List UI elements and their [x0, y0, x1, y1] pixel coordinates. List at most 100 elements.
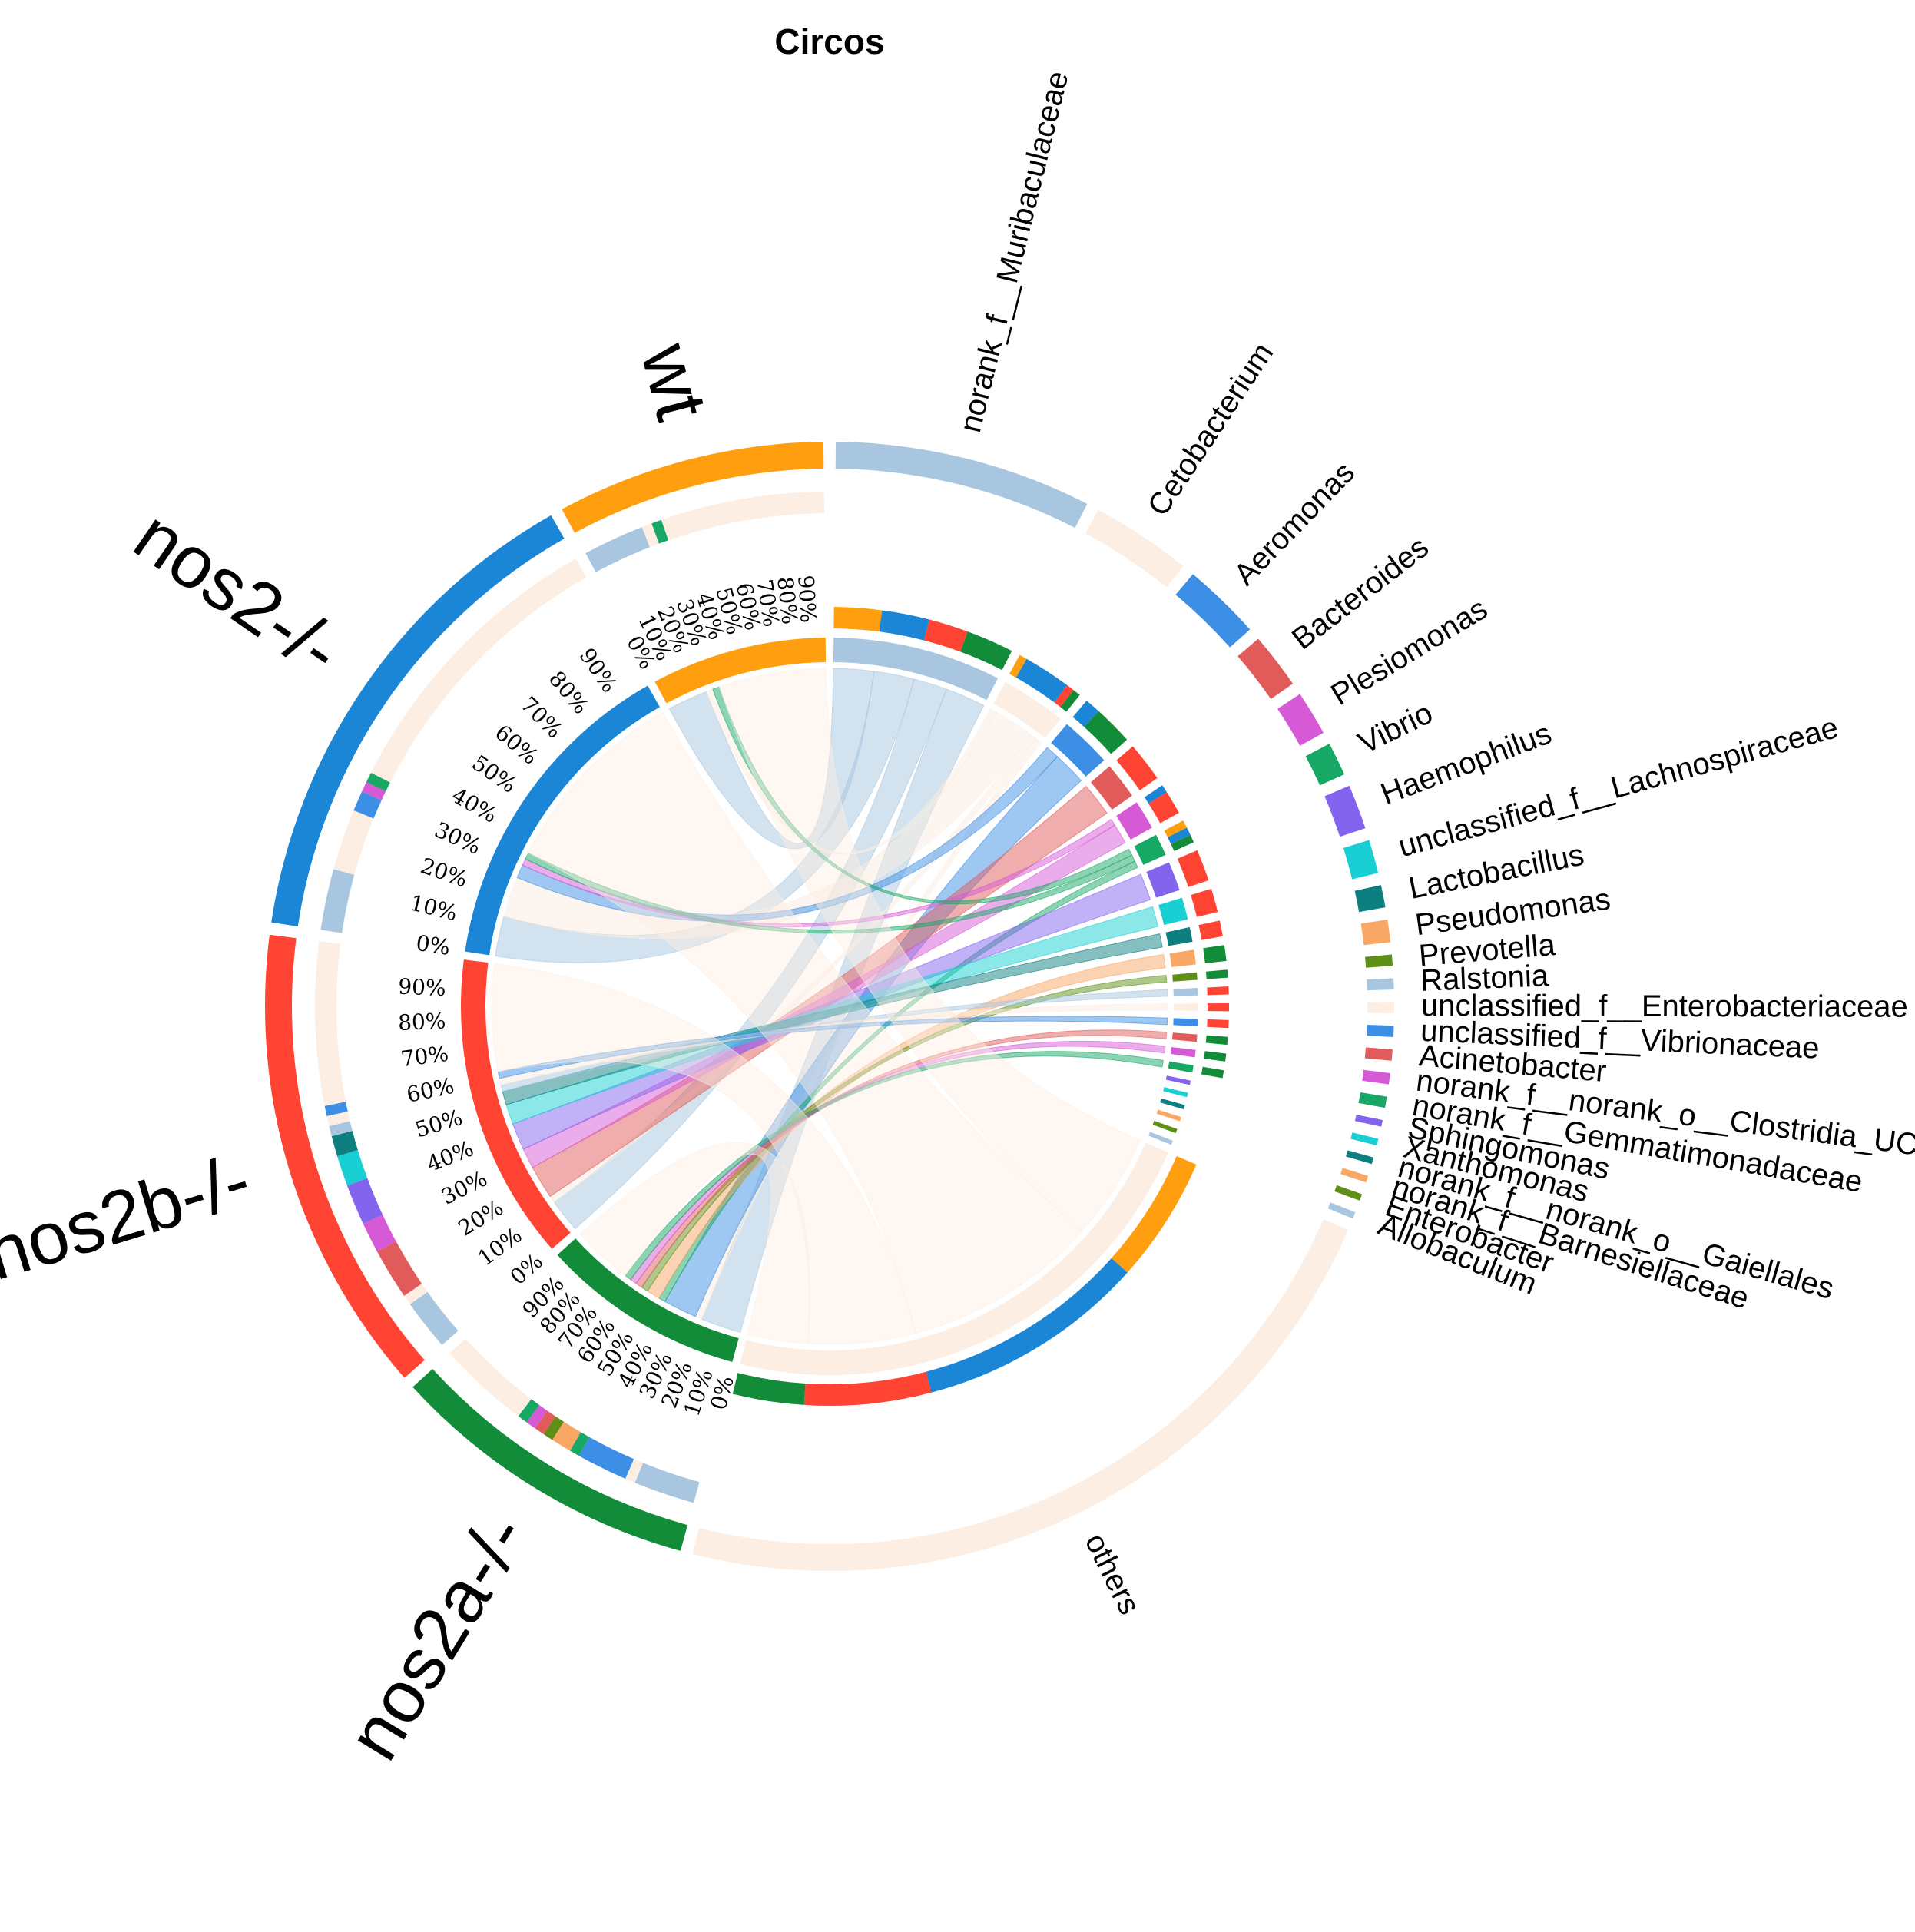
group-inner-arc-nos2 — [465, 685, 660, 956]
group-outer-arc-nos2 — [271, 515, 565, 926]
group-stack-nos2b-unclassified-f-lachnospiraceae — [337, 1149, 368, 1186]
taxon-outer-arc-bacteroides — [1237, 638, 1294, 699]
taxon-stack-norank-f-muribaculaceae-wt — [833, 607, 883, 632]
taxon-inner-arc-pseudomonas — [1169, 949, 1196, 968]
taxon-outer-arc-sphingomonas — [1354, 1115, 1383, 1127]
taxon-inner-arc-norank-f-norank-o-clostridia-ucg-014 — [1170, 1046, 1196, 1058]
ribbon-pseudomonas-nos2a — [647, 953, 1166, 1299]
percent-tick-nos2-4: 40% — [448, 783, 502, 828]
taxon-stack-acinetobacter-nos2a — [1205, 1035, 1228, 1046]
taxon-inner-arc-unclassified-f-vibrionaceae — [1173, 1018, 1198, 1027]
taxon-stack-cetobacterium-nos2b — [1054, 684, 1074, 708]
taxon-label-unclassified-f-enterobacteriaceae: unclassified_f__Enterobacteriaceae — [1421, 989, 1908, 1023]
taxon-inner-arc-others — [740, 1142, 1168, 1376]
ribbon-lactobacillus-nos2b — [502, 933, 1163, 1105]
taxon-inner-arc-allobaculum — [1148, 1132, 1173, 1145]
ribbon-unclassified-f-enterobacteriaceae-nos2b — [499, 1003, 1168, 1086]
taxon-outer-arc-enterobacter — [1334, 1185, 1363, 1201]
taxon-stack-cetobacterium-nos2a — [1060, 690, 1080, 712]
group-stack-nos2-others — [371, 558, 587, 783]
group-stack-nos2a-others — [449, 1338, 532, 1417]
ribbon-aeromonas-nos2 — [516, 747, 1059, 922]
taxon-label-aeromonas: Aeromonas — [1228, 456, 1361, 592]
taxon-stack-bacteroides-nos2b — [1116, 746, 1158, 790]
taxon-inner-arc-vibrio — [1134, 834, 1166, 865]
taxon-label-unclassified-f-lachnospiraceae: unclassified_f__Lachnospiraceae — [1395, 711, 1842, 863]
taxon-stack-plesiomonas-nos2 — [1144, 785, 1167, 804]
taxon-stack-norank-f-gemmatimonadaceae-nos2a — [1201, 1066, 1224, 1079]
percent-tick-nos2b-9: 90% — [398, 974, 447, 1002]
group-inner-arc-nos2a — [557, 1238, 739, 1362]
taxon-stack-haemophilus-nos2b — [1177, 850, 1209, 887]
group-stack-nos2b-unclassified-f-vibrionaceae — [324, 1102, 348, 1116]
group-stack-nos2b-unclassified-f-enterobacteriaceae — [326, 1111, 350, 1127]
group-stack-nos2-aeromonas — [353, 791, 382, 819]
group-label-nos2b: nos2b-/- — [0, 1138, 260, 1296]
chart-title: Circos — [774, 22, 884, 61]
ribbon-others-nos2a — [579, 1142, 810, 1344]
taxon-inner-arc-unclassified-f-lachnospiraceae — [1158, 897, 1188, 926]
taxon-stack-unclassified-f-vibrionaceae-nos2b — [1207, 1019, 1229, 1029]
percent-tick-nos2b-7: 70% — [399, 1041, 450, 1072]
taxon-outer-arc-xanthomonas — [1350, 1132, 1379, 1146]
taxon-inner-arc-xanthomonas — [1163, 1087, 1188, 1098]
group-outer-arc-wt — [562, 442, 824, 533]
group-label-wt: wt — [625, 335, 724, 428]
group-outer-arc-nos2a — [412, 1369, 688, 1551]
ribbon-vibrio-wt — [712, 686, 1133, 905]
taxon-inner-arc-unclassified-f-enterobacteriaceae — [1173, 1003, 1198, 1011]
percent-tick-nos2-0: 0% — [414, 930, 452, 960]
group-inner-arc-wt — [654, 638, 827, 704]
taxon-label-vibrio: Vibrio — [1353, 696, 1438, 761]
taxon-outer-arc-prevotella — [1365, 954, 1393, 968]
taxon-outer-arc-vibrio — [1305, 744, 1345, 786]
group-stack-nos2-norank-f-muribaculaceae — [320, 869, 355, 933]
group-stack-wt-cetobacterium — [641, 523, 659, 548]
taxon-outer-arc-ralstonia — [1367, 978, 1394, 991]
taxon-stack-aeromonas-nos2a — [1084, 711, 1128, 754]
group-stack-nos2b-lactobacillus — [331, 1131, 358, 1157]
taxon-stack-unclassified-f-enterobacteriaceae-nos2b — [1207, 1002, 1229, 1012]
taxon-label-ralstonia: Ralstonia — [1420, 959, 1549, 998]
taxon-label-cetobacterium: Cetobacterium — [1141, 336, 1281, 522]
group-stack-nos2b-bacteroides — [376, 1241, 422, 1296]
group-stack-nos2b-others — [315, 941, 346, 1106]
group-label-nos2: nos2-/- — [120, 494, 356, 691]
ribbon-bacteroides-nos2b — [532, 785, 1108, 1198]
taxon-stack-norank-f-muribaculaceae-nos2b — [923, 619, 968, 652]
group-stack-nos2a-cetobacterium — [625, 1459, 644, 1483]
ribbon-unclassified-f-vibrionaceae-nos2b — [497, 1016, 1168, 1079]
taxon-stack-vibrio-nos2a — [1171, 834, 1194, 851]
segment-layer — [265, 442, 1394, 1571]
percent-tick-wt-9: 90% — [793, 575, 821, 624]
taxon-outer-arc-unclassified-f-enterobacteriaceae — [1367, 1002, 1394, 1014]
taxon-outer-arc-others — [692, 1219, 1348, 1571]
group-stack-nos2b-cetobacterium — [404, 1284, 428, 1304]
taxon-inner-arc-norank-f-norank-o-gaiellales — [1160, 1098, 1185, 1110]
taxon-outer-arc-unclassified-f-lachnospiraceae — [1343, 840, 1379, 880]
group-stack-nos2a-prevotella — [543, 1416, 565, 1440]
taxon-outer-arc-cetobacterium — [1085, 509, 1184, 588]
taxon-inner-arc-lactobacillus — [1165, 926, 1193, 946]
ribbon-others-nos2b — [491, 963, 916, 1345]
taxon-outer-arc-norank-f-barnesiellaceae — [1340, 1168, 1369, 1183]
taxon-stack-plesiomonas-nos2b — [1148, 792, 1179, 824]
taxon-outer-arc-lactobacillus — [1354, 885, 1386, 913]
taxon-outer-arc-aeromonas — [1175, 574, 1251, 648]
taxon-outer-arc-haemophilus — [1324, 785, 1366, 837]
ribbon-ralstonia-nos2b — [500, 989, 1168, 1092]
group-stack-nos2a-aeromonas — [578, 1437, 634, 1479]
percent-tick-nos2b-5: 50% — [412, 1105, 465, 1143]
taxon-outer-arc-norank-f-norank-o-gaiellales — [1346, 1150, 1374, 1165]
taxon-outer-arc-norank-f-norank-o-clostridia-ucg-014 — [1362, 1069, 1390, 1085]
taxon-inner-arc-ralstonia — [1173, 988, 1198, 996]
ribbon-norank-f-gemmatimonadaceae-nos2a — [625, 1051, 1164, 1281]
taxon-stack-ralstonia-nos2b — [1207, 986, 1229, 996]
taxon-inner-arc-acinetobacter — [1171, 1032, 1198, 1042]
percent-tick-wt-8: 80% — [772, 575, 802, 625]
group-outer-arc-nos2b — [265, 934, 425, 1378]
group-stack-wt-vibrio — [651, 519, 669, 544]
group-stack-nos2a-vibrio — [569, 1432, 590, 1456]
group-stack-nos2-vibrio — [366, 772, 390, 792]
taxon-inner-arc-enterobacter — [1152, 1121, 1178, 1134]
